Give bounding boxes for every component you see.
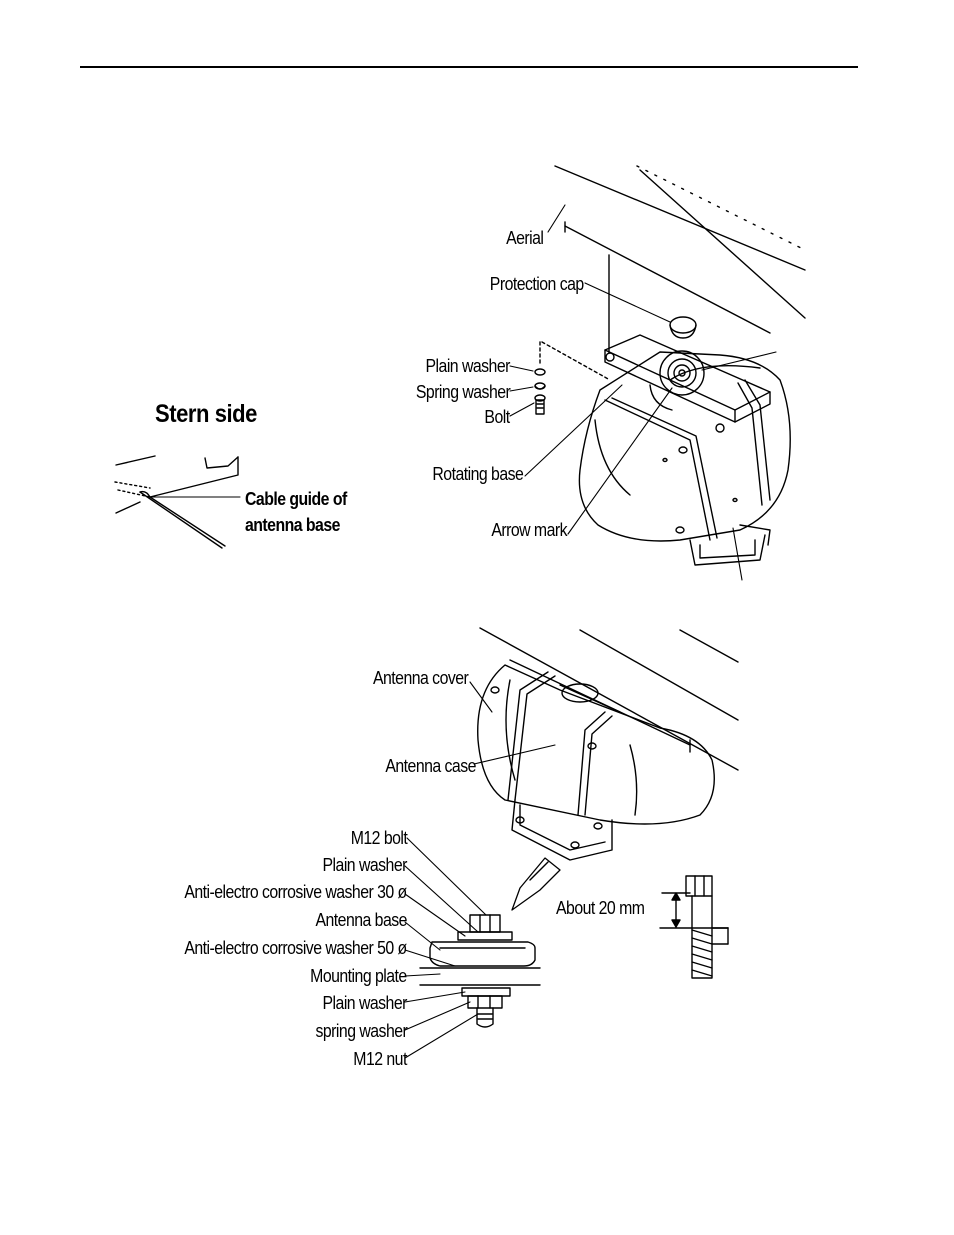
label-bolt: Bolt: [484, 407, 511, 427]
label-m12-nut: M12 nut: [353, 1049, 407, 1069]
leader-lines-top: [509, 204, 777, 581]
label-plain-washer-1: Plain washer: [322, 855, 408, 875]
label-cable-guide-1: Cable guide of: [245, 489, 347, 509]
label-plain-washer-2: Plain washer: [322, 993, 408, 1013]
label-spring-washer-top: Spring washer: [415, 382, 511, 402]
bolt-stack: [419, 914, 541, 1028]
antenna-unit-top: [534, 254, 791, 566]
label-protection-cap: Protection cap: [490, 274, 584, 294]
label-spring-washer-bottom: spring washer: [315, 1021, 407, 1041]
label-cable-guide-2: antenna base: [245, 515, 340, 535]
antenna-unit-bottom: [477, 627, 739, 911]
label-stern-side: Stern side: [155, 400, 257, 428]
side-bolt-detail: [659, 875, 729, 979]
label-about-20mm: About 20 mm: [556, 898, 645, 918]
label-aerial: Aerial: [505, 228, 544, 248]
label-anti-washer-30: Anti-electro corrosive washer 30 ø: [184, 882, 408, 902]
label-arrow-mark: Arrow mark: [491, 520, 567, 540]
label-antenna-base: Antenna base: [315, 910, 408, 930]
label-m12-bolt: M12 bolt: [350, 828, 407, 848]
label-plain-washer-top: Plain washer: [425, 356, 511, 376]
label-antenna-cover: Antenna cover: [372, 668, 469, 688]
label-anti-washer-50: Anti-electro corrosive washer 50 ø: [184, 938, 408, 958]
label-antenna-case: Antenna case: [385, 756, 476, 776]
label-mounting-plate: Mounting plate: [310, 966, 407, 986]
label-rotating-base: Rotating base: [432, 464, 523, 484]
leader-lines-bottom: [404, 681, 556, 1059]
aerial-drawing: [554, 165, 806, 334]
header-rule: [80, 66, 858, 68]
cable-guide-detail: [114, 455, 241, 549]
